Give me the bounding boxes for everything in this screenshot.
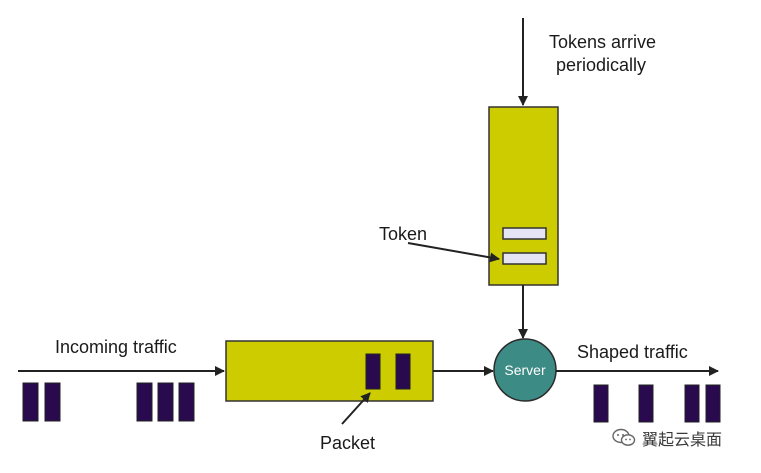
shaped-traffic-label: Shaped traffic [577, 342, 688, 362]
queued-packet [365, 353, 381, 390]
tokens-arrive-label-line1: Tokens arrive [549, 32, 657, 52]
incoming-packet [157, 382, 174, 422]
server-label: Server [504, 362, 546, 378]
token [502, 252, 547, 265]
watermark: 翼起云桌面 [612, 426, 722, 450]
incoming-packet [136, 382, 153, 422]
watermark-text: 翼起云桌面 [642, 430, 723, 449]
packet-label: Packet [320, 433, 376, 453]
token-pointer-arrow [407, 242, 500, 263]
wechat-icon [612, 428, 636, 448]
queued-packet [395, 353, 411, 390]
packet-pointer-arrow [341, 392, 371, 425]
shaped-packet [638, 384, 654, 423]
shaped-packet [705, 384, 721, 423]
shaped-packet [684, 384, 700, 423]
incoming-traffic-label: Incoming traffic [55, 337, 177, 357]
token-label: Token [379, 224, 428, 244]
incoming-packet [178, 382, 195, 422]
incoming-packet [44, 382, 61, 422]
tokens-arrive-label-line2: periodically [556, 55, 647, 75]
token [502, 227, 547, 240]
shaped-packet [593, 384, 609, 423]
incoming-packet [22, 382, 39, 422]
